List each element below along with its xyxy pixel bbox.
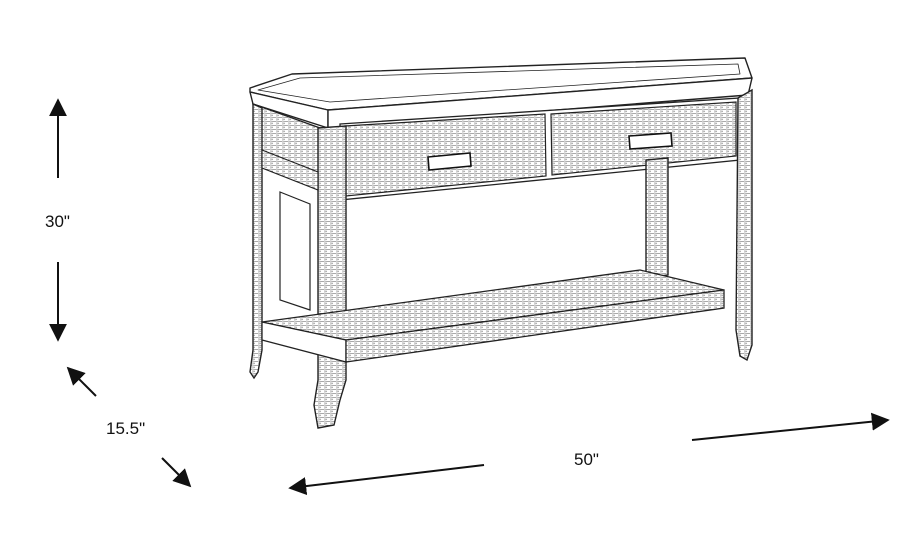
width-arrow [288,412,890,496]
depth-label: 15.5" [106,419,146,438]
lower-shelf [261,269,725,363]
handle-left-icon [427,152,472,171]
height-label: 30" [45,212,70,231]
drawer-right [550,101,737,176]
depth-arrow [66,366,192,488]
back-right-leg [645,157,669,279]
drawer-left [344,113,547,197]
back-left-leg [249,102,263,380]
front-right-leg [735,88,753,362]
width-label: 50" [574,450,599,469]
handle-right-icon [628,132,673,150]
front-left-leg [313,125,347,429]
